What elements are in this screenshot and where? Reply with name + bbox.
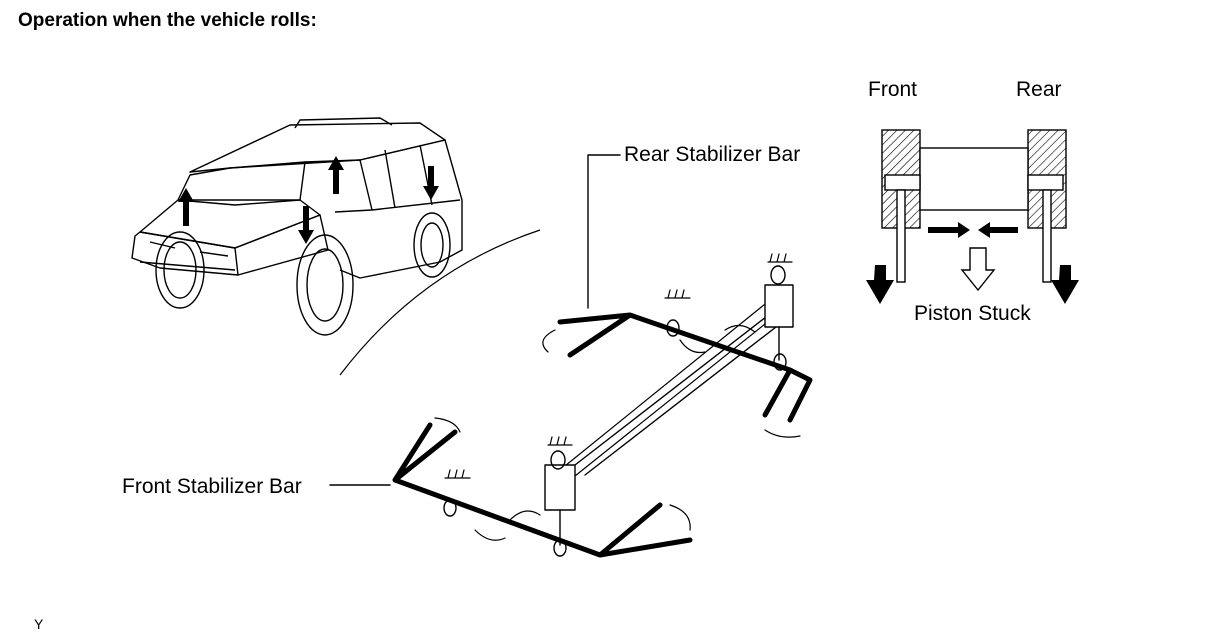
- piston-diagram: [866, 129, 1079, 304]
- stabilizer-system: [329, 154, 813, 558]
- diagram-title: Operation when the vehicle rolls:: [18, 10, 317, 31]
- piston-stuck-label: Piston Stuck: [914, 302, 1031, 325]
- front-label: Front: [868, 78, 918, 101]
- figure-code: Y: [34, 616, 44, 632]
- vehicle-illustration: [131, 117, 541, 376]
- rear-label: Rear: [1016, 78, 1062, 101]
- rear-stabilizer-bar-label: Rear Stabilizer Bar: [624, 143, 801, 166]
- front-stabilizer-bar-label: Front Stabilizer Bar: [122, 475, 302, 498]
